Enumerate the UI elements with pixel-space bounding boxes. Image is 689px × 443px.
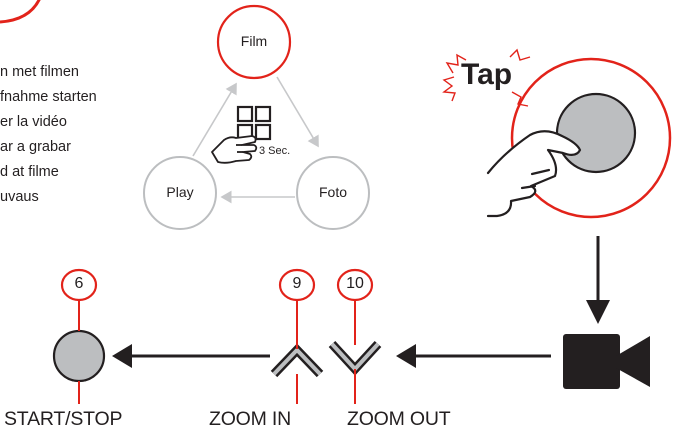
video-camera-icon — [563, 334, 650, 389]
cycle-arrow-film-to-foto — [276, 76, 319, 148]
film-mode-label: Film — [240, 33, 268, 49]
zoom-in-caption: ZOOM IN — [209, 408, 292, 430]
cycle-arrow-play-to-film — [192, 82, 237, 157]
instruction-line: uvaus — [0, 189, 39, 205]
zoom-out-chevron-icon — [328, 340, 382, 376]
callout-number-10: 10 — [346, 275, 364, 292]
start-stop-caption: START/STOP — [4, 408, 123, 430]
callout-number-6: 6 — [74, 275, 84, 292]
instructions-block: n met filmen fnahme starten er la vidéo … — [0, 64, 170, 214]
small-hand-icon — [211, 135, 258, 164]
play-mode-circle — [143, 156, 217, 230]
callout-number-9: 9 — [292, 275, 302, 292]
zoomin-to-startstop-arrowhead — [112, 344, 132, 368]
instruction-line: ar a grabar — [0, 139, 71, 155]
instruction-line: fnahme starten — [0, 89, 97, 105]
zoom-out-caption: ZOOM OUT — [347, 408, 451, 430]
hold-duration-label: 3 Sec. — [259, 145, 291, 157]
zoom-in-chevron-icon — [270, 343, 324, 378]
corner-circle-fragment — [0, 0, 41, 24]
foto-mode-circle — [296, 156, 370, 230]
mode-grid-icon — [236, 105, 272, 141]
start-stop-button-circle — [52, 329, 106, 383]
camera-to-zoomout-arrowhead — [396, 344, 416, 368]
play-mode-label: Play — [166, 184, 194, 200]
instruction-line: d at filme — [0, 164, 59, 180]
foto-mode-label: Foto — [318, 184, 347, 200]
down-arrow-head — [586, 300, 610, 324]
instruction-line: n met filmen — [0, 64, 79, 80]
tap-button-circle — [555, 92, 637, 174]
film-mode-circle — [216, 4, 292, 80]
pressing-hand-icon — [486, 130, 582, 218]
tap-label: Tap — [461, 58, 513, 91]
tap-burst-icon — [442, 48, 531, 107]
instruction-line: er la vidéo — [0, 114, 67, 130]
